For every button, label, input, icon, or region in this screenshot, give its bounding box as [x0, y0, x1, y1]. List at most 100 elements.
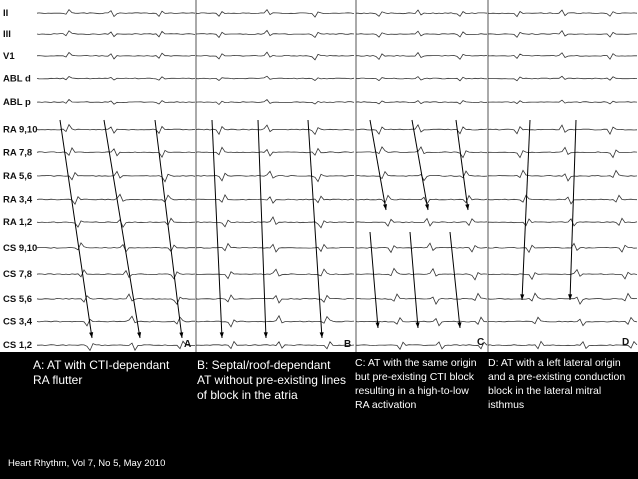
electrogram-trace — [36, 76, 196, 81]
activation-arrow — [569, 119, 577, 301]
electrogram-trace — [36, 242, 195, 253]
activation-arrows — [59, 119, 577, 339]
electrogram-trace — [195, 340, 355, 350]
activation-arrow — [211, 119, 223, 339]
channel-label: CS 9,10 — [3, 243, 37, 254]
channel-label: RA 1,2 — [3, 217, 32, 228]
electrogram-trace — [487, 340, 638, 350]
caption-panel-c: C: AT with the same origin but pre-exist… — [355, 357, 477, 411]
electrogram-trace — [195, 268, 355, 280]
arrow-head — [520, 294, 525, 300]
activation-arrow — [59, 119, 93, 339]
electrogram-trace — [195, 314, 355, 328]
channel-label: ABL p — [3, 97, 31, 108]
electrogram-trace — [487, 292, 638, 305]
electrogram-trace — [195, 170, 355, 183]
electrogram-trace — [195, 146, 355, 157]
electrogram-trace — [487, 124, 638, 135]
electrogram-trace — [195, 75, 355, 82]
activation-arrow — [449, 231, 461, 329]
electrogram-trace — [488, 316, 638, 327]
electrogram-trace — [355, 76, 488, 82]
electrogram-trace — [355, 51, 488, 61]
electrogram-trace — [487, 242, 638, 254]
electrogram-trace — [356, 9, 488, 17]
electrogram-trace — [487, 75, 638, 82]
electrogram-trace — [195, 29, 355, 39]
electrogram-trace — [195, 124, 355, 136]
arrow-head — [568, 294, 573, 300]
electrogram-trace — [195, 9, 355, 18]
channel-label: CS 5,6 — [3, 294, 32, 305]
electrogram-trace — [36, 147, 195, 159]
electrogram-trace — [36, 123, 196, 135]
channel-label: CS 1,2 — [3, 340, 32, 351]
electrogram-trace — [488, 146, 638, 159]
channel-label: RA 3,4 — [3, 195, 33, 206]
electrogram-trace — [36, 269, 196, 280]
arrow-head — [375, 322, 380, 328]
citation: Heart Rhythm, Vol 7, No 5, May 2010 — [8, 458, 166, 469]
channel-label: RA 7,8 — [3, 147, 32, 158]
channel-label: RA 5,6 — [3, 171, 32, 182]
activation-arrow — [154, 119, 183, 339]
activation-arrow — [307, 119, 323, 339]
channel-label: CS 7,8 — [3, 269, 32, 280]
channel-label: RA 9,10 — [3, 125, 38, 136]
channel-label: III — [3, 29, 11, 40]
electrogram-trace — [195, 242, 355, 253]
electrogram-trace — [355, 316, 488, 327]
panel-letter: C — [477, 337, 484, 348]
caption-panel-b: B: Septal/roof-dependant AT without pre-… — [197, 358, 346, 402]
electrogram-trace — [355, 194, 488, 205]
electrogram-trace — [355, 146, 488, 159]
activation-arrow — [409, 231, 419, 329]
electrogram-trace — [487, 30, 637, 38]
electrogram-trace — [355, 123, 488, 135]
electrogram-trace — [487, 52, 637, 60]
channel-label: II — [3, 8, 8, 19]
electrogram-trace — [488, 99, 638, 105]
arrow-head — [89, 332, 94, 338]
channel-label: ABL d — [3, 74, 31, 85]
electrogram-trace — [355, 292, 488, 305]
electrogram-trace — [355, 170, 488, 182]
electrogram-trace — [487, 194, 638, 205]
electrogram-trace — [355, 30, 487, 38]
channel-label: CS 3,4 — [3, 317, 33, 328]
activation-arrow — [257, 119, 267, 339]
activation-arrow — [369, 231, 379, 329]
electrogram-trace — [195, 51, 355, 61]
electrogram-trace — [195, 294, 355, 304]
caption-panel-d: D: AT with a left lateral origin and a p… — [488, 357, 626, 411]
activation-arrow — [521, 119, 531, 301]
arrow-head — [415, 322, 420, 328]
arrow-head — [179, 332, 184, 338]
electrogram-trace — [36, 8, 196, 18]
panel-letter: A — [184, 339, 191, 350]
electrogram-trace — [36, 98, 196, 105]
arrow-head — [457, 322, 462, 328]
electrogram-trace — [487, 9, 638, 18]
arrow-head — [263, 332, 268, 338]
electrogram-trace — [36, 170, 196, 183]
arrow-head — [319, 332, 324, 338]
electrogram-trace — [37, 340, 195, 352]
trace-layer — [36, 0, 638, 352]
electrogram-trace — [195, 194, 355, 204]
electrogram-trace — [36, 315, 196, 327]
caption-panel-a: A: AT with CTI-dependant RA flutter — [33, 358, 170, 387]
electrogram-trace — [355, 341, 488, 351]
electrogram-trace — [487, 268, 638, 281]
arrow-head — [137, 332, 142, 338]
activation-arrow — [455, 119, 469, 211]
electrogram-trace — [355, 242, 488, 254]
activation-arrow — [369, 119, 387, 211]
activation-arrow — [103, 119, 141, 339]
electrogram-trace — [36, 51, 196, 60]
electrogram-trace — [36, 217, 196, 229]
